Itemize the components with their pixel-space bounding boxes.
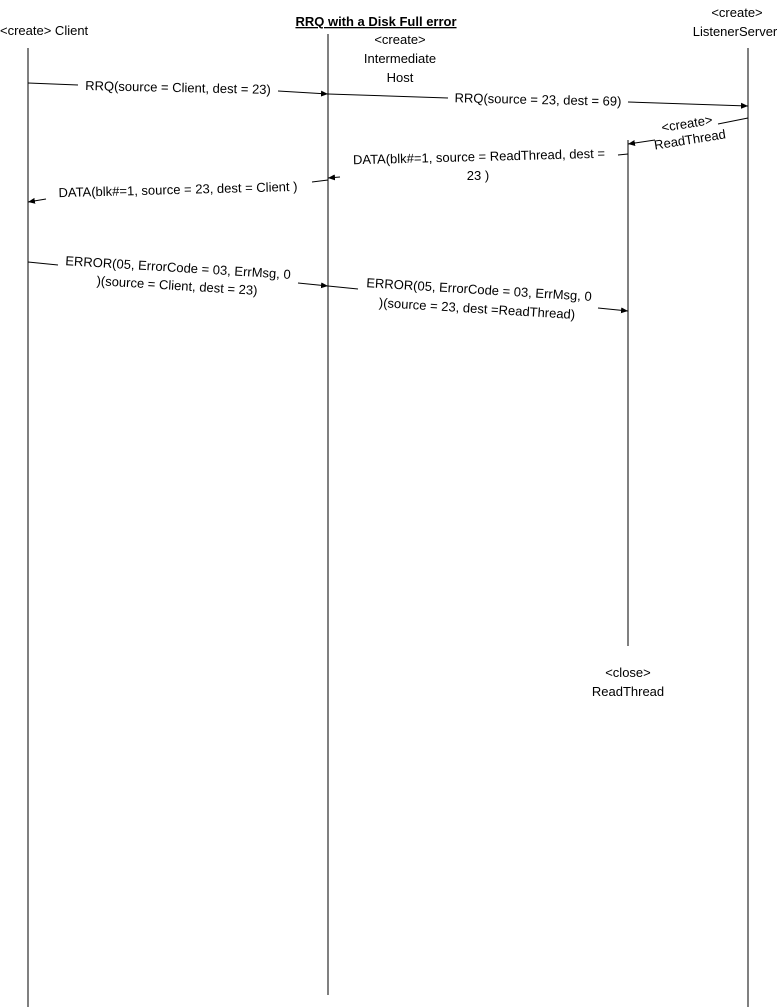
rrq2-arrow-segment-b — [627, 101, 749, 109]
data1-arrow-segment-b — [327, 174, 341, 181]
create-readthread-segment-a — [717, 117, 749, 125]
data2-arrow-segment-a — [311, 179, 329, 183]
host-header-line3: Host — [387, 70, 414, 85]
rrq1-label: RRQ(source = Client, dest = 23) — [85, 78, 271, 97]
data1-arrow-segment-a — [617, 153, 629, 156]
client-header: <create> Client — [0, 23, 89, 38]
rrq2-arrow-segment-a — [327, 93, 449, 99]
error1-arrow-segment-b — [297, 282, 329, 289]
close-readthread-line1: <close> — [605, 665, 651, 680]
error2-arrow-segment-a — [327, 285, 359, 290]
error1-arrow-segment-a — [27, 261, 59, 266]
data1-label-line1: DATA(blk#=1, source = ReadThread, dest = — [353, 146, 605, 168]
rrq1-arrow-segment-a — [27, 82, 79, 86]
diagram-title: RRQ with a Disk Full error — [295, 14, 456, 29]
host-header-line2: Intermediate — [364, 51, 436, 66]
data2-label: DATA(blk#=1, source = 23, dest = Client … — [58, 179, 297, 200]
data2-arrow-segment-b — [27, 197, 47, 204]
host-header-line1: <create> — [374, 32, 425, 47]
close-readthread-line2: ReadThread — [592, 684, 664, 699]
create-readthread-segment-b — [627, 139, 656, 146]
server-header-line1: <create> — [711, 5, 762, 20]
error2-arrow-segment-b — [597, 307, 629, 314]
data1-label-line2: 23 ) — [467, 168, 489, 183]
rrq2-label: RRQ(source = 23, dest = 69) — [454, 90, 621, 108]
rrq1-arrow-segment-b — [277, 90, 329, 97]
server-header-line2: ListenerServer — [693, 24, 778, 39]
